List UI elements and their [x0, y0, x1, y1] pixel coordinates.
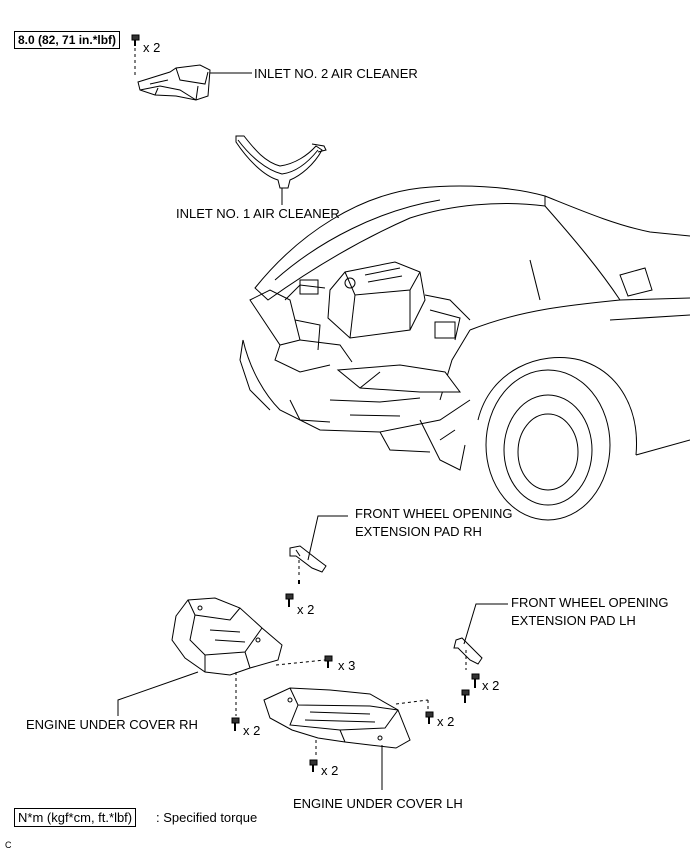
label-pad-lh-line2: EXTENSION PAD LH — [511, 613, 636, 628]
cover-center-bolts-qty: x 3 — [338, 658, 356, 673]
cover-lh-side-bolt — [425, 711, 434, 724]
pad-lh-bolts-qty: x 2 — [482, 678, 500, 693]
pad-rh-part — [285, 515, 348, 607]
inlet-no1-part — [235, 135, 327, 205]
inlet-no2-bolt — [131, 34, 140, 46]
cover-lh-side-bolts-qty: x 2 — [437, 714, 455, 729]
engine-under-cover-lh-part — [263, 687, 434, 790]
vehicle-front-illustration — [239, 185, 690, 521]
legend-text: : Specified torque — [156, 810, 258, 825]
label-engine-under-cover-lh: ENGINE UNDER COVER LH — [293, 796, 463, 811]
cover-rh-bolts-qty: x 2 — [243, 723, 261, 738]
label-pad-rh-line1: FRONT WHEEL OPENING — [355, 506, 513, 521]
inlet-bolts-qty: x 2 — [143, 40, 161, 55]
cover-lh-bottom-bolt — [309, 759, 318, 772]
torque-spec-box: 8.0 (82, 71 in.*lbf) — [14, 31, 121, 49]
pad-lh-part — [453, 603, 508, 703]
cover-lh-bottom-bolts-qty: x 2 — [321, 763, 339, 778]
label-inlet-no2-air-cleaner: INLET NO. 2 AIR CLEANER — [254, 66, 418, 81]
pad-lh-bolt — [461, 673, 480, 703]
label-inlet-no1-air-cleaner: INLET NO. 1 AIR CLEANER — [176, 206, 340, 221]
legend-torque-units-box: N*m (kgf*cm, ft.*lbf) — [14, 808, 137, 827]
cover-center-bolt — [324, 655, 333, 668]
cover-rh-bolt — [231, 717, 240, 731]
inlet-no2-part — [131, 34, 252, 101]
figure-code: C — [5, 840, 12, 850]
engine-under-cover-rh-part — [117, 597, 333, 731]
label-pad-lh-line1: FRONT WHEEL OPENING — [511, 595, 669, 610]
pad-rh-bolts-qty: x 2 — [297, 602, 315, 617]
label-engine-under-cover-rh: ENGINE UNDER COVER RH — [26, 717, 198, 732]
pad-rh-bolt — [285, 593, 294, 607]
label-pad-rh-line2: EXTENSION PAD RH — [355, 524, 482, 539]
